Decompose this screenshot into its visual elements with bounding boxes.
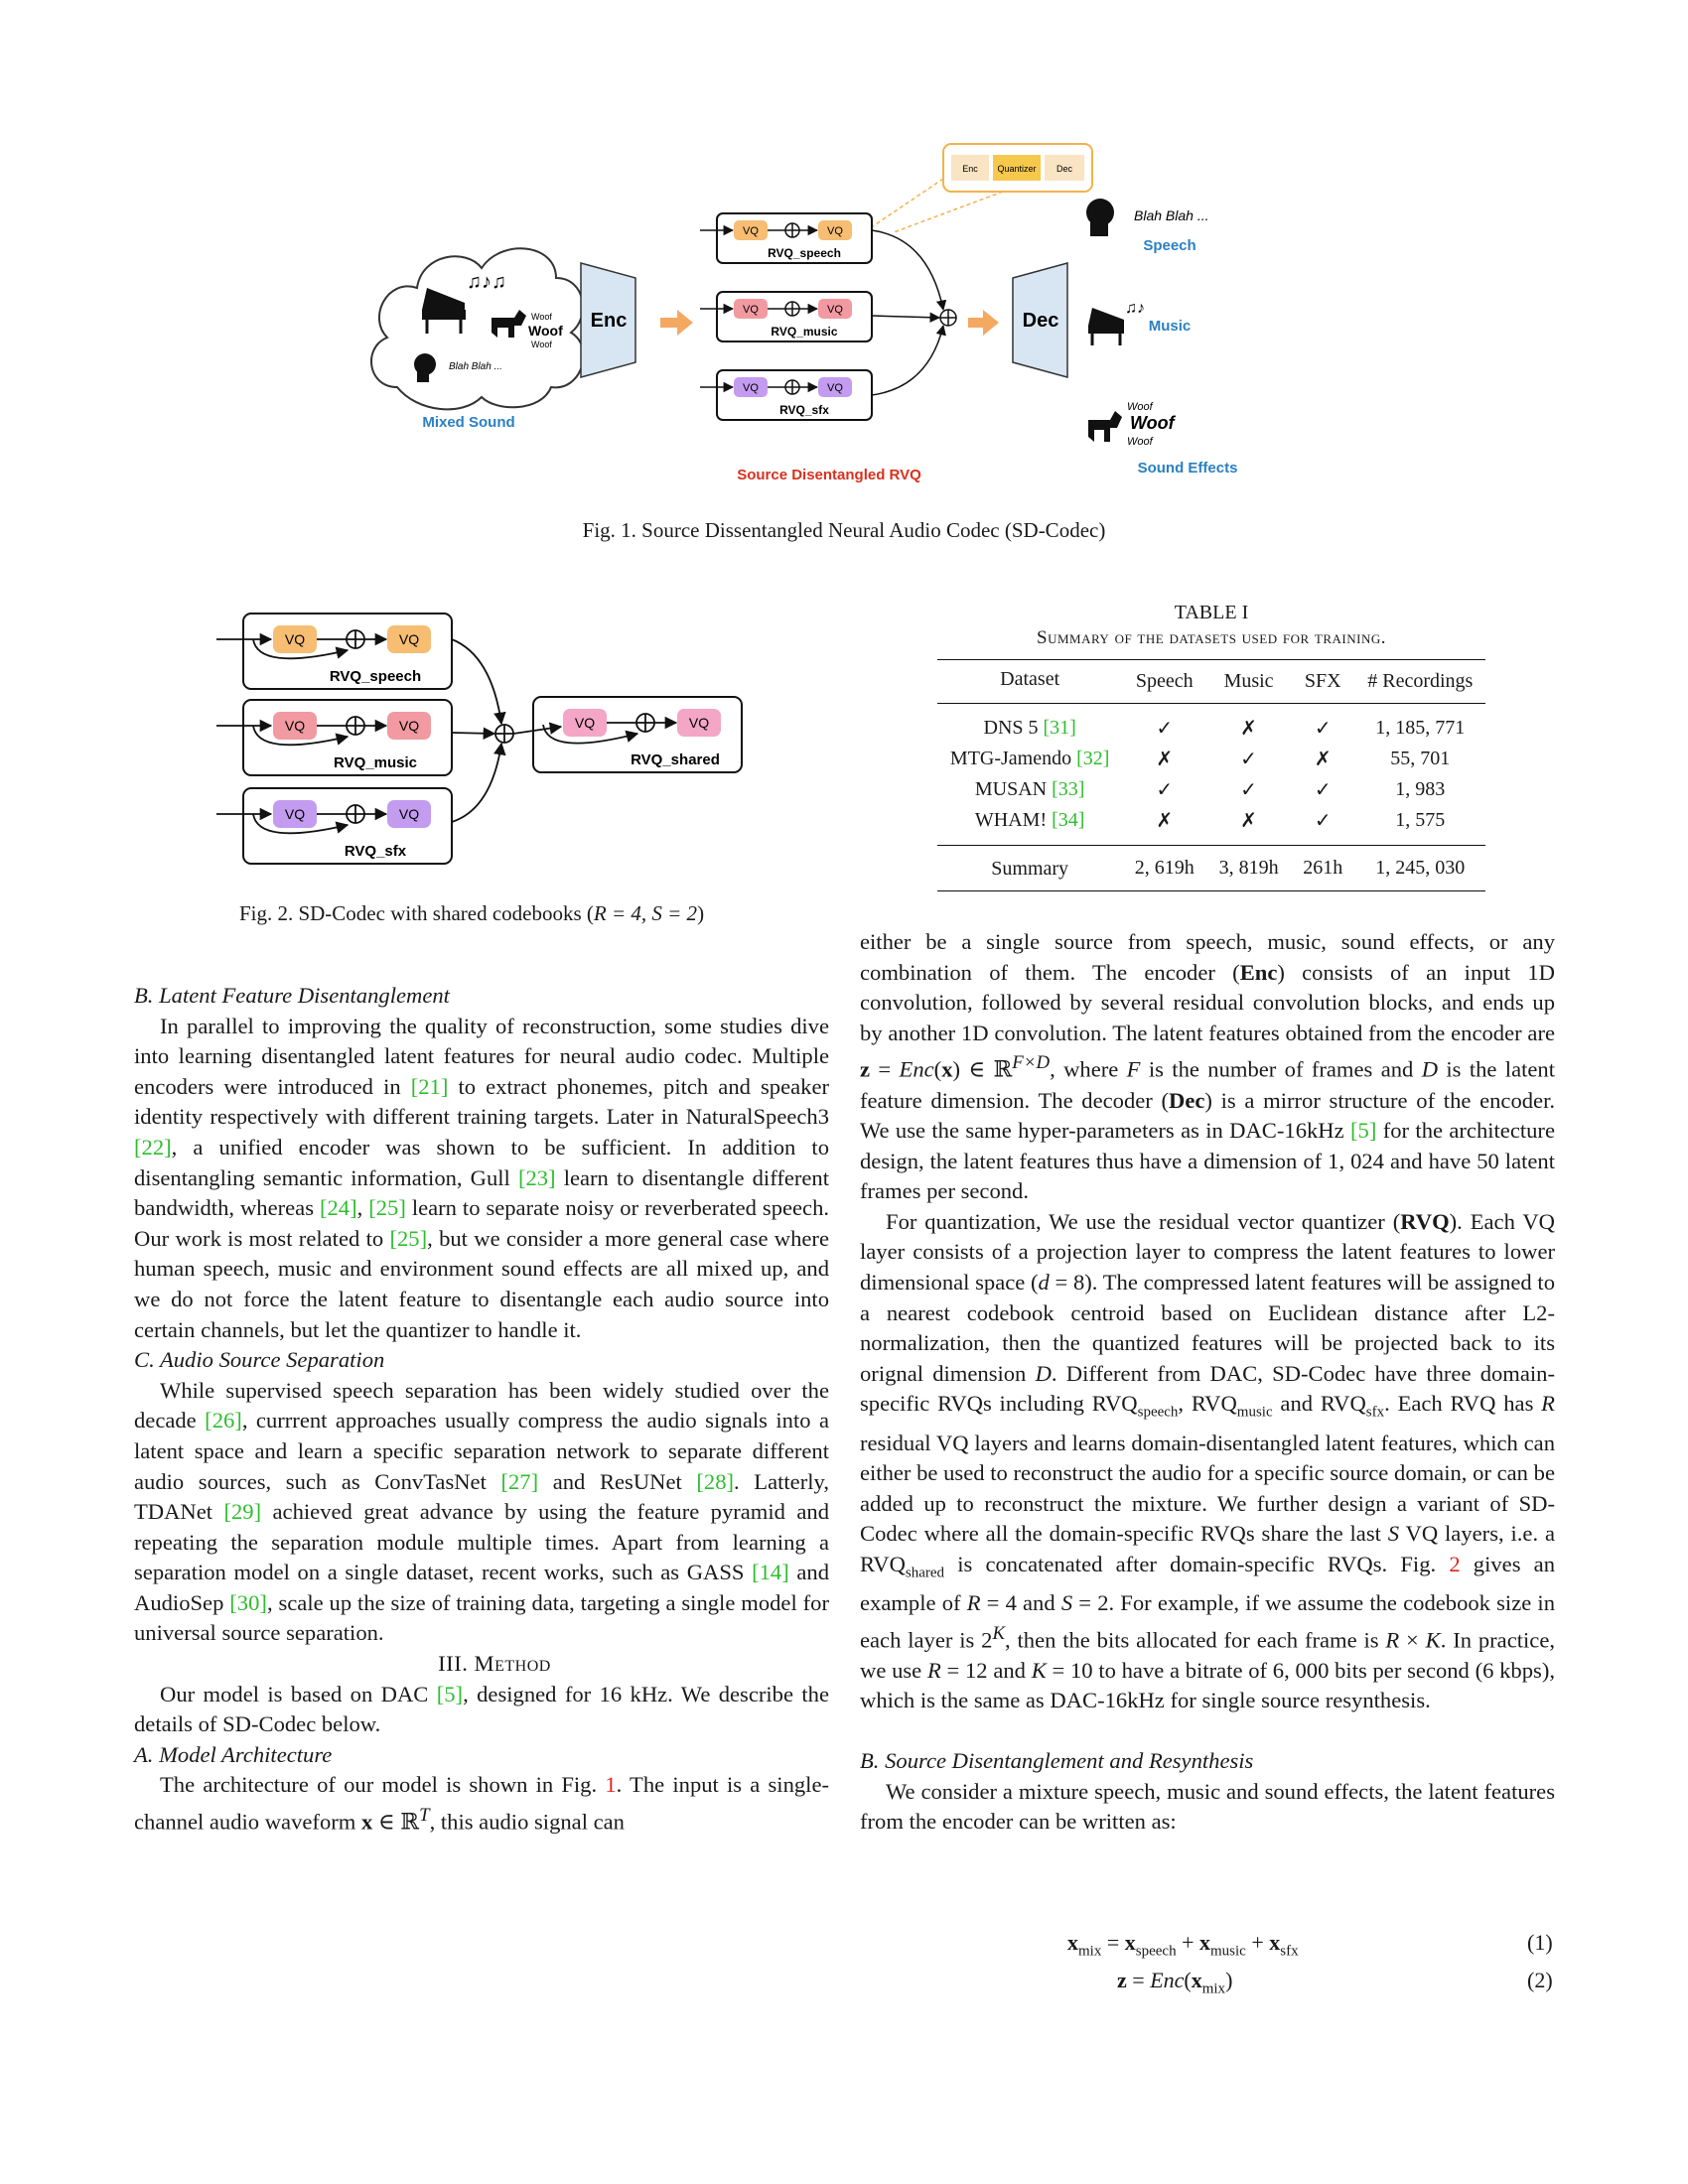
svg-text:Woof: Woof <box>1127 401 1154 413</box>
rvq-music-block: VQ VQ RVQ_music <box>716 291 873 342</box>
music-notes-icon: ♫♪ <box>1125 300 1145 317</box>
rvq-sfx-block: VQ VQ RVQ_sfx <box>216 787 453 865</box>
paragraph: Our model is based on DAC [5], designed … <box>134 1681 829 1737</box>
svg-text:VQ: VQ <box>689 715 709 731</box>
svg-text:Dec: Dec <box>1023 310 1059 332</box>
figure-2: VQ VQ RVQ_speech VQ VQ RVQ_music VQ VQ R… <box>216 613 743 865</box>
table-1: TABLE I Summary of the datasets used for… <box>933 600 1489 891</box>
speech-label: Speech <box>1143 237 1196 254</box>
svg-text:RVQ_music: RVQ_music <box>771 325 837 339</box>
source-rvq-label: Source Disentangled RVQ <box>737 467 921 483</box>
section-a-title: A. Model Architecture <box>134 1741 333 1767</box>
svg-text:Woof: Woof <box>528 323 563 339</box>
figure-1-caption: Fig. 1. Source Dissentangled Neural Audi… <box>582 518 1106 542</box>
sfx-label: Sound Effects <box>1138 460 1238 477</box>
mixed-sound-label: Mixed Sound <box>422 414 514 431</box>
svg-text:VQ: VQ <box>743 382 759 394</box>
svg-text:VQ: VQ <box>743 304 759 316</box>
svg-text:Woof: Woof <box>531 340 552 349</box>
head-icon <box>414 353 436 382</box>
dog-icon <box>492 310 526 338</box>
paragraph: For quantization, We use the residual ve… <box>860 1208 1555 1713</box>
svg-text:Woof: Woof <box>531 312 552 322</box>
svg-text:Blah Blah ...: Blah Blah ... <box>449 361 502 372</box>
svg-text:Woof: Woof <box>1127 436 1154 448</box>
right-column: either be a single source from speech, m… <box>860 927 1555 1838</box>
encoder-block <box>580 262 636 378</box>
table-row: MTG-Jamendo [32]✗✓✗55, 701 <box>949 748 1451 770</box>
svg-text:Woof: Woof <box>1130 413 1177 433</box>
piano-icon <box>1088 308 1124 345</box>
figure-2-caption: Fig. 2. SD-Codec with shared codebooks (… <box>238 901 705 925</box>
rvq-shared-block: VQ VQ RVQ_shared <box>512 696 743 773</box>
head-icon <box>1086 199 1114 236</box>
svg-text:VQ: VQ <box>827 225 843 237</box>
svg-text:VQ: VQ <box>743 225 759 237</box>
svg-text:RVQ_speech: RVQ_speech <box>330 668 421 685</box>
piano-icon <box>422 288 466 334</box>
svg-text:RVQ_sfx: RVQ_sfx <box>345 843 407 860</box>
rvq-speech-block: VQ VQ RVQ_speech <box>216 613 453 690</box>
svg-text:VQ: VQ <box>399 806 419 822</box>
section-c-title: C. Audio Source Separation <box>134 1347 385 1373</box>
svg-text:Quantizer: Quantizer <box>997 164 1036 174</box>
section-iii-title: III. Method <box>438 1651 551 1677</box>
svg-text:Enc: Enc <box>591 310 628 332</box>
svg-text:VQ: VQ <box>827 382 843 394</box>
dog-icon <box>1088 411 1122 442</box>
equation-1: xmix = xspeech + xmusic + xsfx <box>1067 1930 1299 1960</box>
rvq-music-block: VQ VQ RVQ_music <box>216 699 453 776</box>
svg-text:VQ: VQ <box>285 806 305 822</box>
svg-text:RVQ_speech: RVQ_speech <box>768 246 841 260</box>
equation-2-number: (2) <box>1527 1968 1553 1992</box>
section-b2-title: B. Source Disentanglement and Resynthesi… <box>860 1747 1254 1773</box>
svg-text:Blah Blah ...: Blah Blah ... <box>1134 207 1209 223</box>
table-row: MUSAN [33]✓✓✓1, 983 <box>974 778 1446 801</box>
svg-text:Dec: Dec <box>1056 164 1073 174</box>
svg-text:VQ: VQ <box>399 631 419 647</box>
paragraph: We consider a mixture speech, music and … <box>860 1778 1555 1835</box>
table-label: TABLE I <box>1174 602 1249 623</box>
music-label: Music <box>1149 318 1192 335</box>
rvq-sfx-block: VQ VQ RVQ_sfx <box>716 369 873 421</box>
svg-text:RVQ_music: RVQ_music <box>334 754 417 771</box>
figure-1: Enc Quantizer Dec ♫♪♫ Woof Woof Woof Bla… <box>370 143 1238 483</box>
svg-text:VQ: VQ <box>285 631 305 647</box>
svg-text:RVQ_shared: RVQ_shared <box>631 751 720 768</box>
table-row: DNS 5 [31]✓✗✓1, 185, 771 <box>983 717 1466 740</box>
table-row: WHAM! [34]✗✗✓1, 575 <box>937 805 1485 846</box>
paragraph: either be a single source from speech, m… <box>860 929 1556 1204</box>
svg-text:VQ: VQ <box>399 718 419 734</box>
rvq-speech-block: VQ VQ RVQ_speech <box>716 212 873 264</box>
paragraph: While supervised speech separation has b… <box>134 1377 830 1646</box>
left-column: B. Latent Feature Disentanglement In par… <box>134 981 829 1838</box>
music-notes-icon: ♫♪♫ <box>467 271 506 293</box>
svg-text:RVQ_sfx: RVQ_sfx <box>779 403 829 417</box>
decoder-block <box>1012 262 1068 378</box>
paragraph: In parallel to improving the quality of … <box>134 1013 830 1342</box>
equation-2: z = Enc(xmix) <box>1117 1968 1233 1997</box>
datasets-table: Dataset Speech Music SFX # Recordings DN… <box>937 659 1485 891</box>
paragraph: The architecture of our model is shown i… <box>134 1772 829 1835</box>
table-title: Summary of the datasets used for trainin… <box>1037 627 1386 648</box>
svg-text:VQ: VQ <box>575 715 595 731</box>
equation-1-number: (1) <box>1527 1930 1553 1955</box>
section-b-title: B. Latent Feature Disentanglement <box>134 983 450 1008</box>
svg-text:VQ: VQ <box>285 718 305 734</box>
svg-text:Enc: Enc <box>962 164 978 174</box>
svg-text:VQ: VQ <box>827 304 843 316</box>
